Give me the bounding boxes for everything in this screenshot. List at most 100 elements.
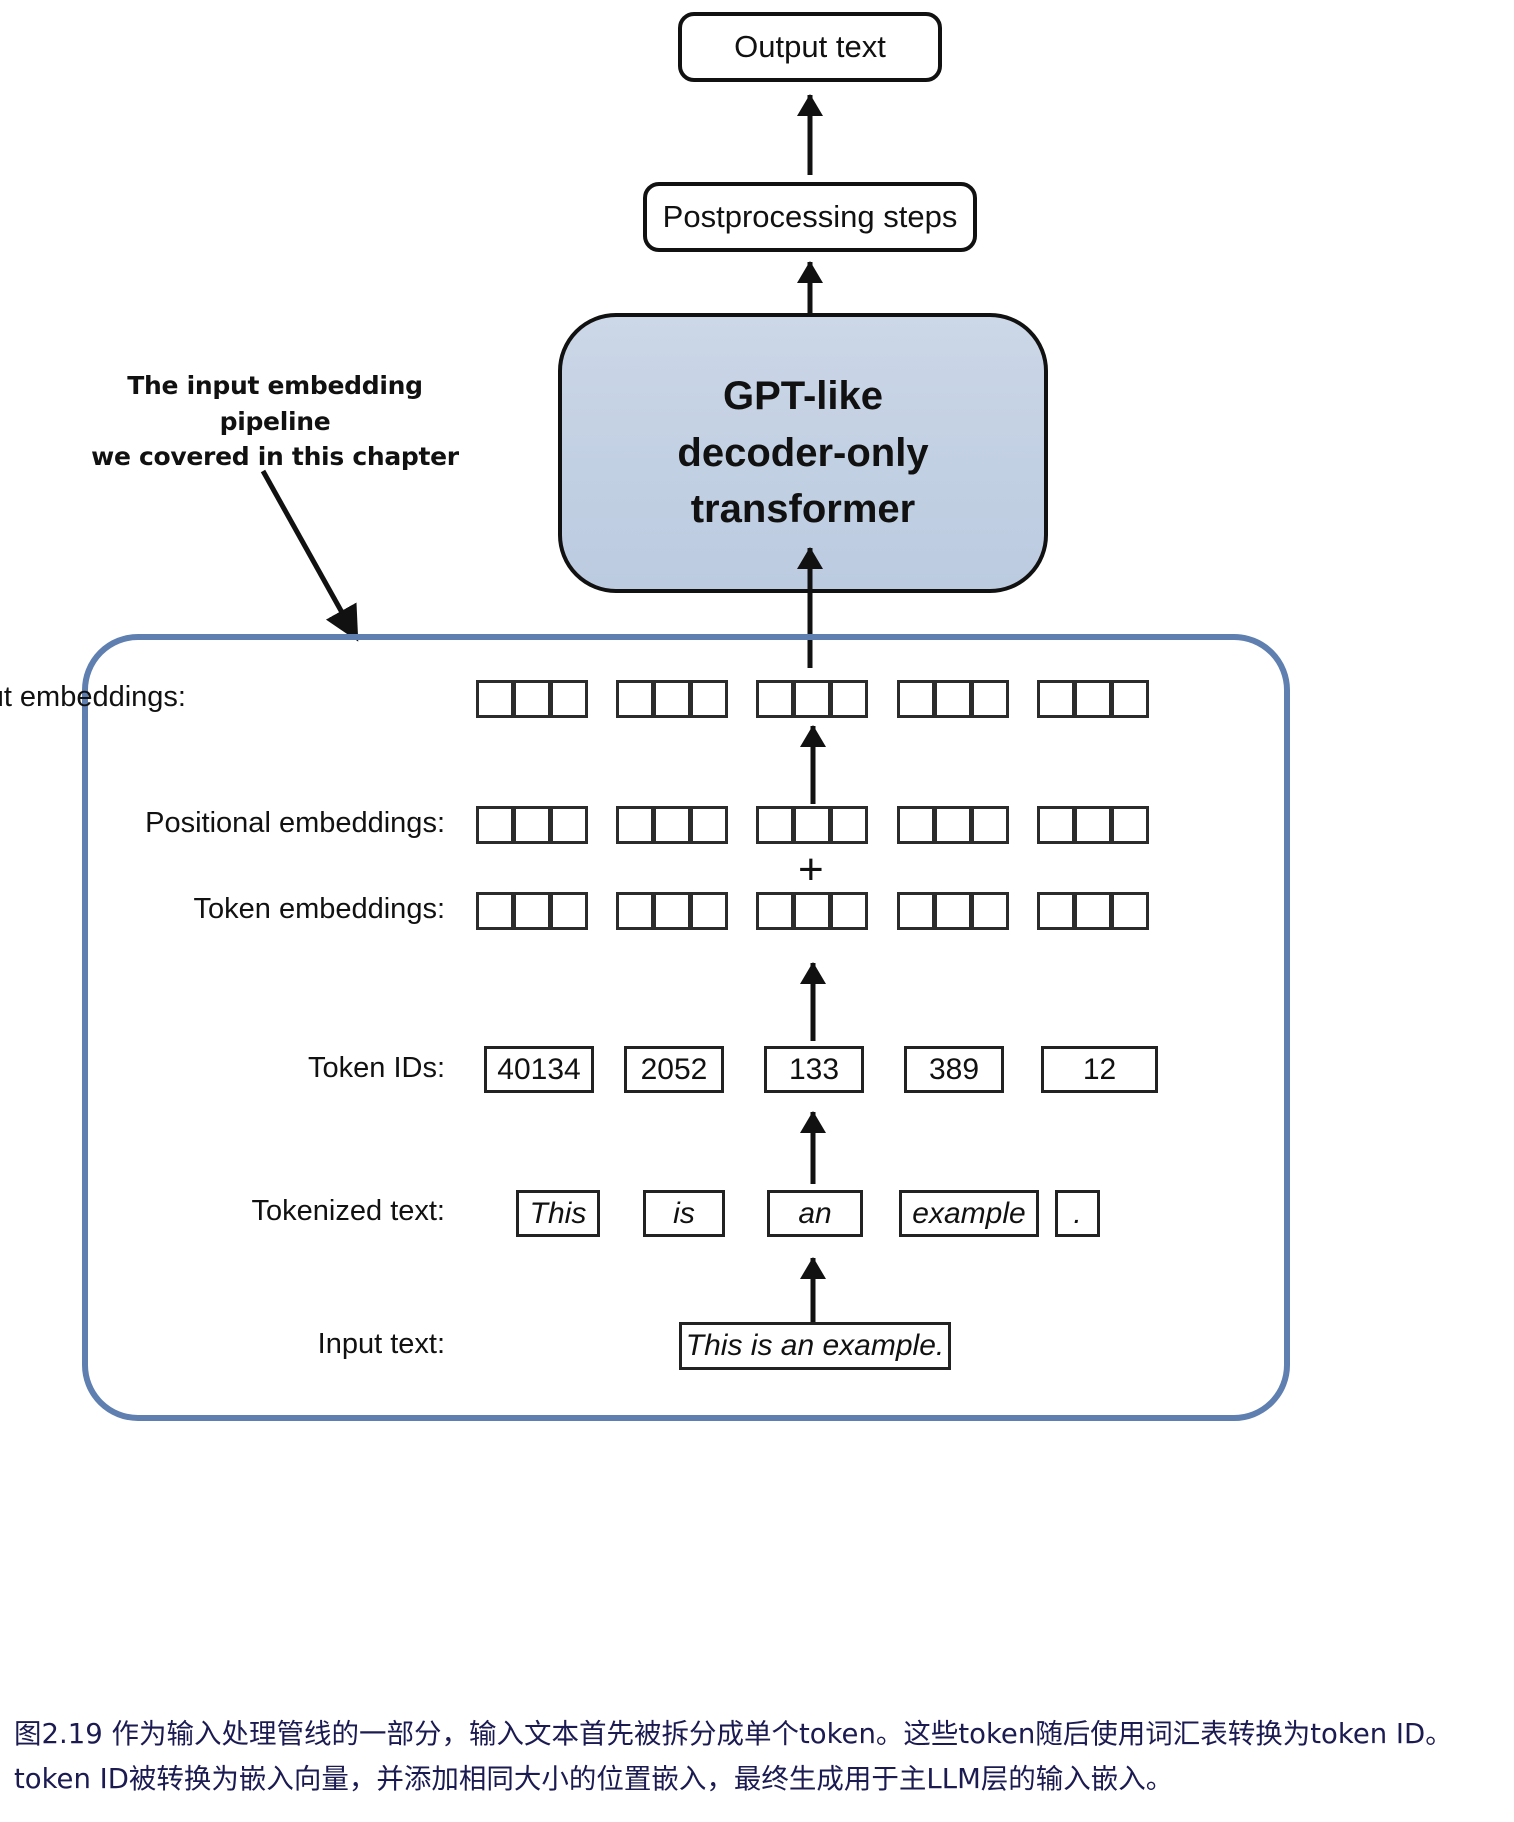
embedding-cell xyxy=(1111,680,1149,718)
output-text-label: Output text xyxy=(734,29,886,64)
embedding-cell xyxy=(690,680,728,718)
token-id-value: 12 xyxy=(1082,1052,1117,1086)
token-value: This xyxy=(529,1196,587,1230)
embedding-cell xyxy=(1037,680,1075,718)
embedding-cell xyxy=(1074,892,1112,930)
token-id-cell: 389 xyxy=(904,1046,1004,1093)
token-id-cell: 12 xyxy=(1041,1046,1158,1093)
embedding-cell xyxy=(616,680,654,718)
model-line-2: decoder-only xyxy=(677,430,929,475)
embedding-cell xyxy=(1074,806,1112,844)
embedding-group xyxy=(1037,680,1149,718)
token-cell: an xyxy=(767,1190,863,1237)
embedding-cell xyxy=(971,892,1009,930)
annotation-line-1: The input embedding pipeline xyxy=(127,371,423,436)
embedding-cell xyxy=(550,892,588,930)
output-text-box: Output text xyxy=(678,12,942,82)
token-id-value: 389 xyxy=(928,1052,980,1086)
embedding-cell xyxy=(616,892,654,930)
embedding-cell xyxy=(1037,806,1075,844)
token-id-cell: 133 xyxy=(764,1046,864,1093)
embedding-group xyxy=(756,806,868,844)
model-line-3: transformer xyxy=(690,487,916,532)
embedding-cell xyxy=(550,680,588,718)
token-value: example xyxy=(912,1196,1026,1230)
token-value: . xyxy=(1073,1196,1082,1230)
embedding-cell xyxy=(513,892,551,930)
embedding-cell xyxy=(1074,680,1112,718)
embedding-group xyxy=(616,680,728,718)
token-id-cell: 40134 xyxy=(484,1046,594,1093)
embedding-group xyxy=(897,892,1009,930)
token-cell: example xyxy=(899,1190,1039,1237)
token-id-value: 40134 xyxy=(497,1052,581,1086)
embedding-cell xyxy=(897,806,935,844)
embedding-cell xyxy=(756,680,794,718)
row-label-positional-embeddings: Positional embeddings: xyxy=(145,807,445,839)
embedding-cell xyxy=(476,680,514,718)
embedding-cell xyxy=(830,680,868,718)
embedding-group xyxy=(476,680,588,718)
embedding-cell xyxy=(830,806,868,844)
token-value: an xyxy=(798,1196,832,1230)
embedding-group xyxy=(616,806,728,844)
embedding-cell xyxy=(476,892,514,930)
row-label-token-embeddings: Token embeddings: xyxy=(193,893,446,925)
embedding-group xyxy=(756,680,868,718)
input-text-value: This is an example. xyxy=(685,1329,945,1362)
embedding-cell xyxy=(513,680,551,718)
embedding-cell xyxy=(756,892,794,930)
embedding-cell xyxy=(793,806,831,844)
embedding-group xyxy=(476,892,588,930)
row-label-input-embeddings: Input embeddings: xyxy=(0,681,186,713)
embedding-cell xyxy=(756,806,794,844)
embedding-group xyxy=(897,806,1009,844)
embedding-cell xyxy=(1111,892,1149,930)
input-embedding-pipeline-container xyxy=(82,634,1290,1421)
embedding-cell xyxy=(616,806,654,844)
embedding-cell xyxy=(934,806,972,844)
embedding-cell xyxy=(653,680,691,718)
embedding-cell xyxy=(934,892,972,930)
embedding-cell xyxy=(897,680,935,718)
embedding-cell xyxy=(793,892,831,930)
embedding-group xyxy=(476,806,588,844)
embedding-cell xyxy=(793,680,831,718)
plus-symbol: + xyxy=(798,845,824,894)
embedding-cell xyxy=(690,892,728,930)
annotation-text: The input embedding pipeline we covered … xyxy=(80,368,470,475)
gpt-model-box: GPT-like decoder-only transformer xyxy=(558,313,1048,593)
token-value: is xyxy=(673,1196,695,1230)
embedding-group xyxy=(897,680,1009,718)
token-id-cell: 2052 xyxy=(624,1046,724,1093)
figure-caption: 图2.19 作为输入处理管线的一部分，输入文本首先被拆分成单个token。这些t… xyxy=(14,1718,1453,1795)
model-line-1: GPT-like xyxy=(722,373,884,418)
embedding-group xyxy=(1037,892,1149,930)
embedding-cell xyxy=(476,806,514,844)
embedding-cell xyxy=(971,806,1009,844)
annotation-arrow-icon xyxy=(260,469,359,642)
embedding-cell xyxy=(653,892,691,930)
embedding-cell xyxy=(1111,806,1149,844)
embedding-cell xyxy=(971,680,1009,718)
annotation-line-2: we covered in this chapter xyxy=(91,442,459,471)
token-cell: This xyxy=(516,1190,600,1237)
embedding-cell xyxy=(653,806,691,844)
row-label-tokenized-text: Tokenized text: xyxy=(251,1195,445,1227)
embedding-group xyxy=(616,892,728,930)
input-text-cell: This is an example. xyxy=(679,1322,951,1370)
embedding-cell xyxy=(513,806,551,844)
token-cell: is xyxy=(643,1190,725,1237)
row-label-token-ids: Token IDs: xyxy=(308,1052,445,1084)
embedding-cell xyxy=(897,892,935,930)
postprocessing-box: Postprocessing steps xyxy=(643,182,977,252)
token-id-value: 133 xyxy=(788,1052,840,1086)
row-label-input-text: Input text: xyxy=(317,1328,445,1360)
embedding-cell xyxy=(550,806,588,844)
embedding-cell xyxy=(1037,892,1075,930)
token-id-value: 2052 xyxy=(640,1052,708,1086)
embedding-cell xyxy=(934,680,972,718)
embedding-group xyxy=(756,892,868,930)
postprocessing-label: Postprocessing steps xyxy=(662,199,958,234)
